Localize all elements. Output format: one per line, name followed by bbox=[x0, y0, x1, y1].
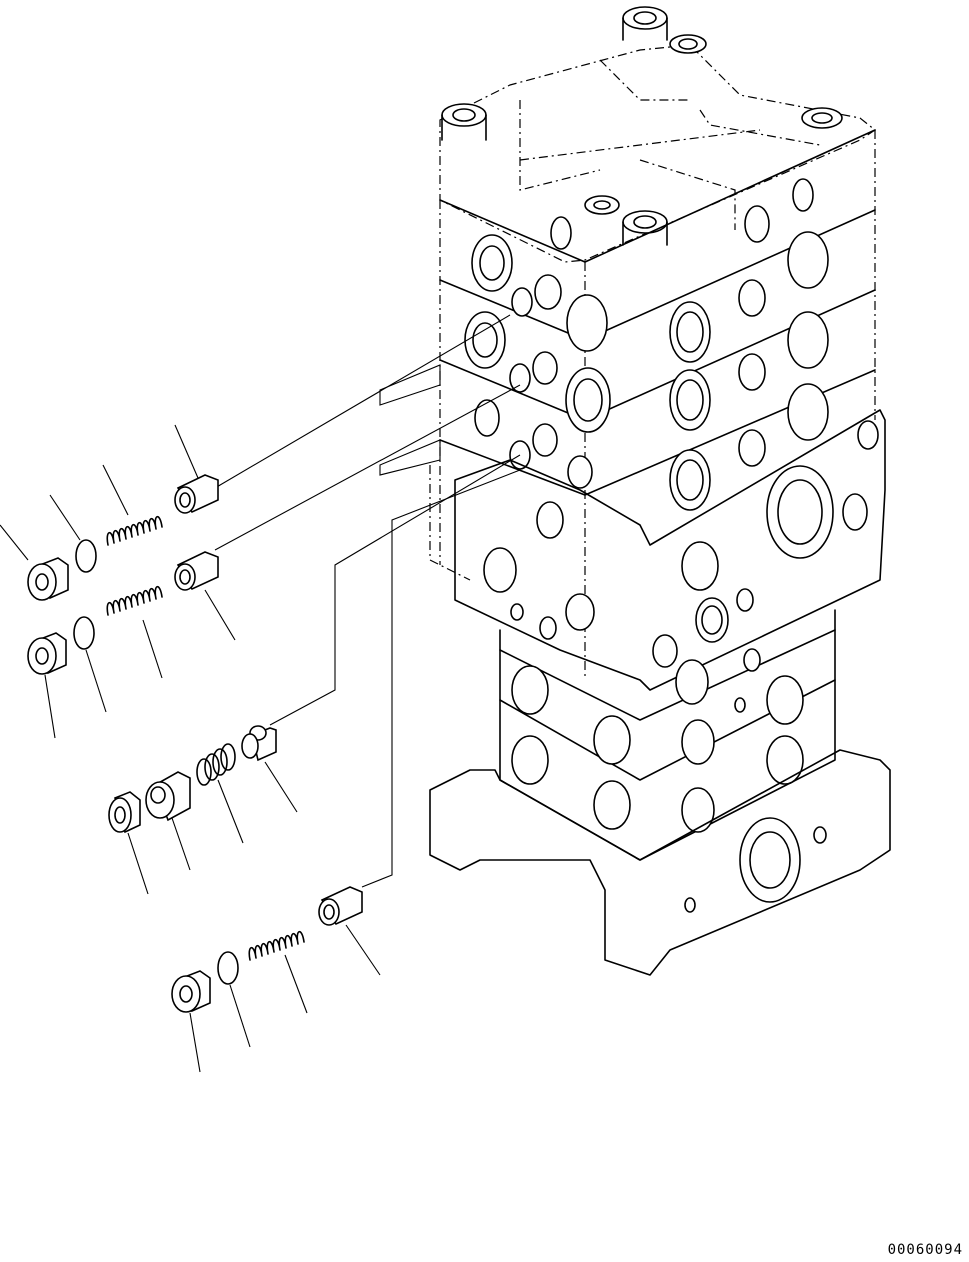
seat bbox=[241, 725, 277, 762]
valve-base bbox=[429, 749, 891, 976]
valve-lower-sections bbox=[499, 609, 836, 861]
check-valve bbox=[174, 551, 219, 591]
plug bbox=[171, 970, 211, 1013]
spring bbox=[248, 930, 305, 961]
o-ring bbox=[75, 539, 97, 573]
part-group-3 bbox=[108, 725, 298, 895]
valve-section-stack bbox=[439, 129, 876, 511]
valve-main-plate bbox=[429, 409, 886, 691]
o-ring bbox=[73, 616, 95, 650]
plug bbox=[27, 557, 69, 601]
plug bbox=[27, 632, 67, 675]
assembly-center-lines bbox=[214, 314, 521, 888]
part-group-1 bbox=[0, 424, 219, 601]
spring bbox=[106, 585, 163, 616]
check-valve bbox=[145, 771, 191, 822]
retainer-plug bbox=[108, 791, 141, 834]
part-group-4 bbox=[171, 886, 381, 1073]
check-valve bbox=[318, 886, 363, 926]
valve-body bbox=[429, 6, 891, 976]
check-valve bbox=[174, 474, 219, 514]
o-ring bbox=[217, 951, 239, 985]
part-group-2 bbox=[27, 551, 236, 739]
drawing-number: 00060094 bbox=[887, 1242, 963, 1258]
coil-spring bbox=[196, 743, 236, 786]
top-boss bbox=[441, 6, 843, 250]
spring bbox=[106, 515, 163, 546]
